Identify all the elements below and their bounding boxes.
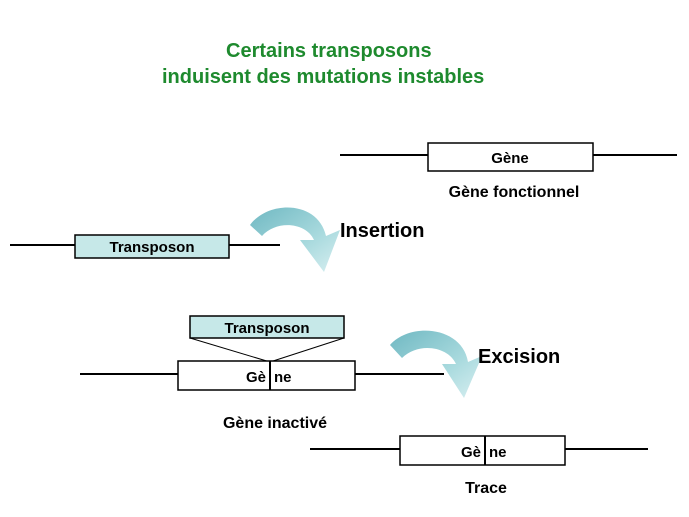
trace-gene-group: Gè ne Trace — [310, 435, 648, 497]
gene-box — [427, 142, 594, 172]
free-transposon-group: Transposon — [10, 234, 280, 259]
inactivated-gene-group: Transposon Gè ne Gène inactivé — [80, 315, 444, 432]
insertion-arrow-group: Insertion — [250, 207, 424, 272]
diagram-title: Certains transposons induisent des mutat… — [120, 38, 580, 90]
trace-gene-box — [399, 435, 566, 466]
trace-caption: Trace — [465, 480, 507, 497]
inactive-gene-label-right: ne — [274, 369, 292, 386]
curved-arrow-icon — [250, 207, 340, 272]
excision-arrow-group: Excision — [390, 330, 560, 398]
gene-functional-caption: Gène fonctionnel — [449, 184, 580, 201]
title-line-1: Certains transposons — [226, 40, 432, 62]
gene-inactive-caption: Gène inactivé — [223, 415, 327, 432]
transposon-box — [74, 234, 230, 259]
curved-arrow-icon — [390, 330, 482, 398]
transposon-box-label: Transposon — [109, 239, 194, 256]
inserted-transposon-box — [189, 315, 345, 339]
insertion-line-right — [269, 337, 345, 363]
insertion-line-left — [189, 337, 271, 363]
trace-gene-label-left: Gè — [461, 444, 481, 461]
inserted-transposon-label: Transposon — [224, 320, 309, 337]
trace-gene-label-right: ne — [489, 444, 507, 461]
gene-box-label: Gène — [491, 150, 529, 167]
insertion-label: Insertion — [340, 220, 424, 242]
inactive-gene-box — [177, 360, 356, 391]
excision-label: Excision — [478, 346, 560, 368]
title-line-2: induisent des mutations instables — [162, 66, 485, 88]
inactive-gene-label-left: Gè — [246, 369, 266, 386]
functional-gene-group: Gène Gène fonctionnel — [340, 142, 677, 201]
